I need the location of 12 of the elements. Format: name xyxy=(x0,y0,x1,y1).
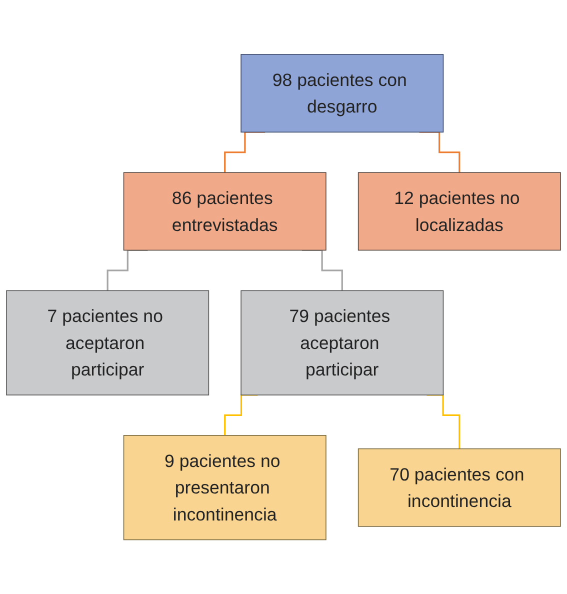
connector xyxy=(224,131,266,174)
connector xyxy=(419,131,460,174)
node-box xyxy=(240,54,444,132)
node-box xyxy=(123,434,326,540)
connector xyxy=(224,394,258,436)
node-box xyxy=(240,290,444,396)
node-box xyxy=(6,290,210,396)
node-box xyxy=(358,172,561,250)
node-box xyxy=(123,172,326,250)
connector xyxy=(426,394,460,450)
flowchart: 98 pacientes con desgarro 86 pacientes entrevistadas 12 pacientes no localizadas 7 pacientes no aceptaron participar 79 pacientes aceptaron participar 9 pacientes no presentaron incontinencia 70 pacientes con incontinencia xyxy=(0,48,567,546)
node-box xyxy=(358,448,561,527)
